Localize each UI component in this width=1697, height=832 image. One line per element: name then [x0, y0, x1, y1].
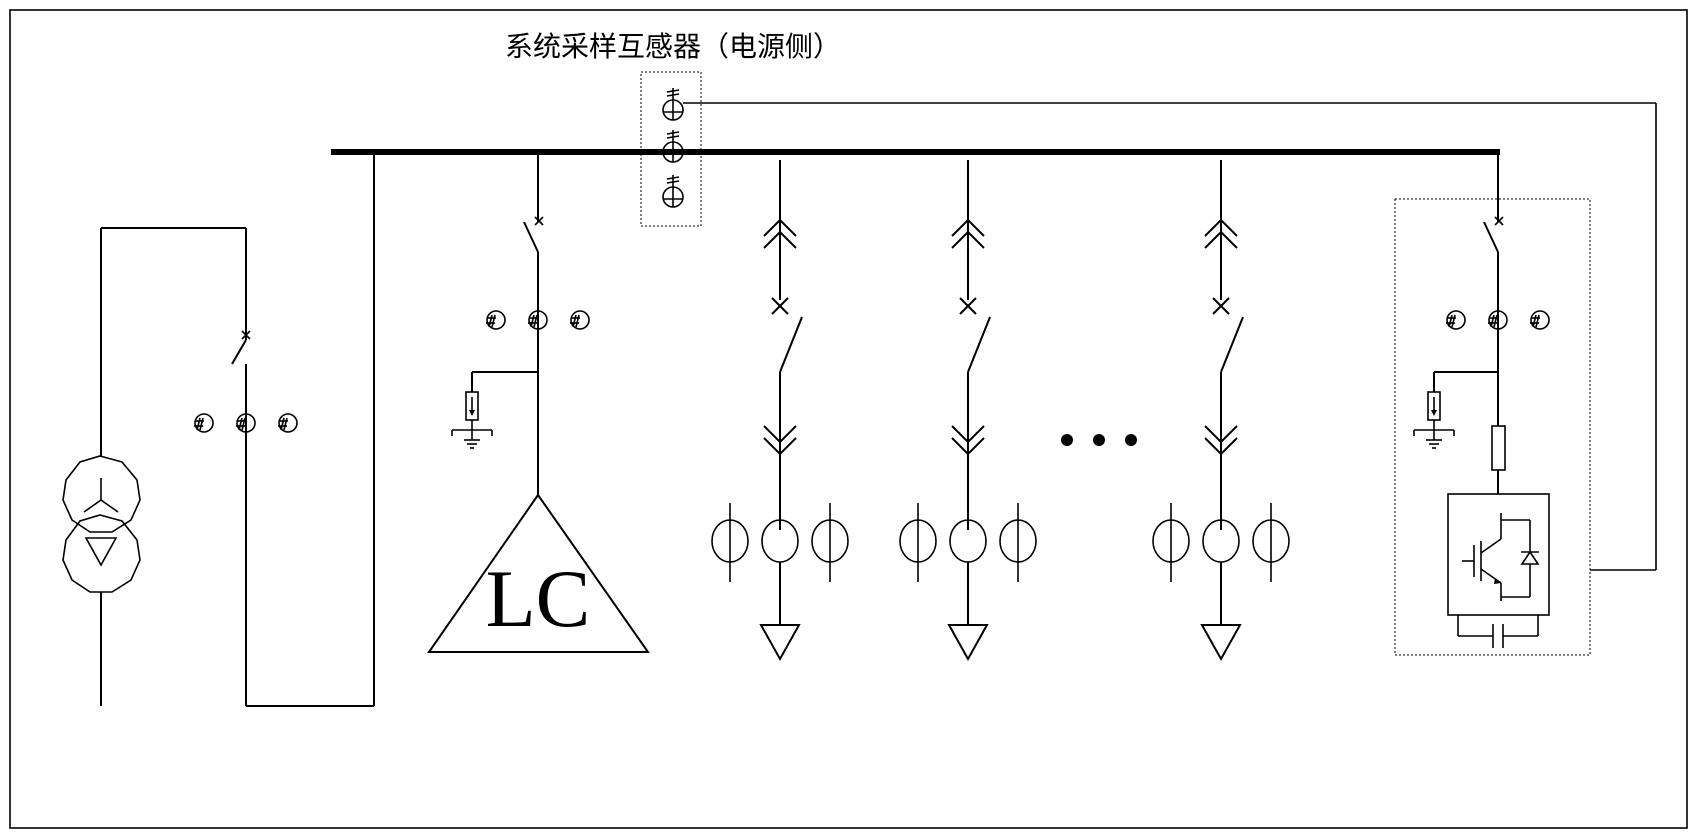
load-arrow-icon [947, 624, 989, 662]
current-transformer-icon [193, 413, 214, 433]
surge-arrester-icon [451, 391, 493, 449]
current-transformer-icon [1445, 310, 1466, 330]
withdrawable-contact-icon [1204, 218, 1238, 237]
voltage-transformer-icon [662, 129, 684, 163]
feeder-group [711, 160, 1290, 662]
surge-arrester-icon [1413, 391, 1455, 449]
current-transformer-icon [569, 310, 590, 330]
circuit-breaker-icon [959, 297, 977, 315]
load-arrow-icon [759, 624, 801, 662]
lc-filter-triangle: LC [427, 493, 650, 653]
feeder-1-switch-blade [779, 316, 803, 373]
feeder-3-switch-blade [1220, 316, 1244, 373]
withdrawable-contact-icon [1204, 437, 1238, 456]
feeder-2-switch-blade [967, 316, 991, 373]
incomer-breaker-icon[interactable] [231, 330, 251, 365]
circuit-breaker-icon [771, 297, 789, 315]
withdrawable-contact-icon [763, 425, 797, 444]
current-transformer-icon [277, 413, 298, 433]
withdrawable-contact-icon [951, 425, 985, 444]
current-transformer-icon [485, 310, 506, 330]
withdrawable-contact-icon [1204, 230, 1238, 249]
igbt-icon [1447, 493, 1550, 616]
withdrawable-contact-icon [1204, 425, 1238, 444]
withdrawable-contact-icon [951, 218, 985, 237]
svg-breaker-icon[interactable] [1483, 216, 1504, 253]
svg-device-box [1394, 198, 1591, 656]
diagram-frame [9, 9, 1688, 829]
current-transformer-icon [1529, 310, 1550, 330]
sampling-pt-box [640, 71, 702, 227]
transformer-icon [62, 455, 141, 593]
withdrawable-contact-icon [951, 230, 985, 249]
withdrawable-contact-icon [763, 437, 797, 456]
withdrawable-contact-icon [951, 437, 985, 456]
load-arrow-icon [1200, 624, 1242, 662]
lc-breaker-icon[interactable] [523, 216, 544, 253]
circuit-breaker-icon [1212, 297, 1230, 315]
withdrawable-contact-icon [763, 218, 797, 237]
voltage-transformer-icon [662, 87, 684, 121]
voltage-transformer-icon [662, 174, 684, 208]
capacitor-icon [1457, 615, 1539, 648]
fuse-icon [1491, 425, 1506, 471]
withdrawable-contact-icon [763, 230, 797, 249]
lc-label: LC [486, 553, 591, 644]
more-feeders-ellipsis [1061, 434, 1137, 446]
sampling-title: 系统采样互感器（电源侧） [505, 30, 841, 63]
